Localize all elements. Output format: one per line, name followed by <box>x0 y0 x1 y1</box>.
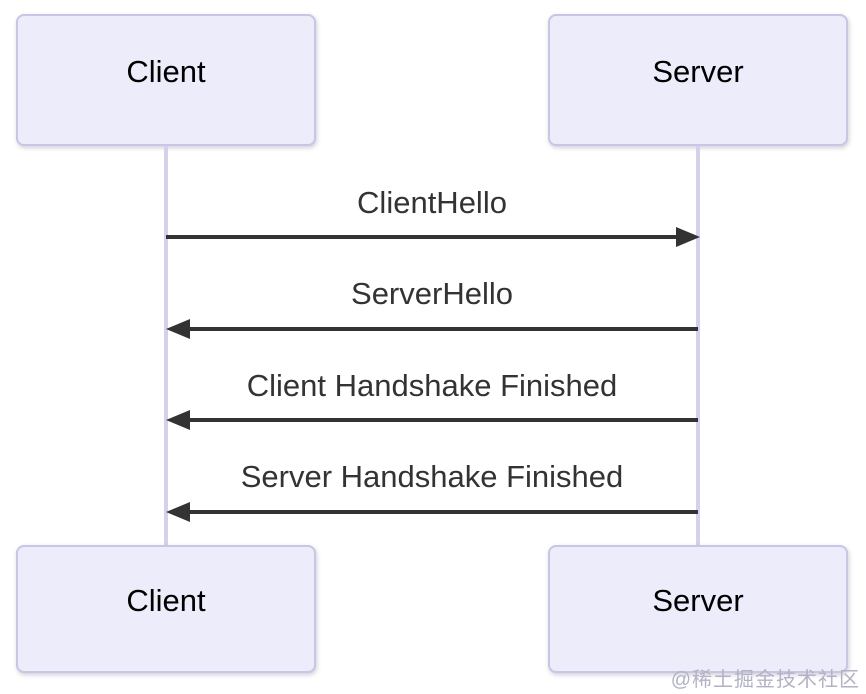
message-label-clienthello: ClientHello <box>357 185 507 220</box>
message-label-serverhello: ServerHello <box>351 276 513 311</box>
message-arrow-clienthello <box>166 235 676 239</box>
message-arrow-serverhello <box>190 327 698 331</box>
arrowhead-left-icon <box>166 319 190 339</box>
actor-label-server: Server <box>652 583 744 618</box>
actor-box-client-top: Client <box>16 14 316 146</box>
actor-label-server: Server <box>652 54 744 89</box>
arrowhead-right-icon <box>676 227 700 247</box>
message-label-server-handshake-finished: Server Handshake Finished <box>240 459 624 494</box>
lifeline-client <box>164 146 168 545</box>
message-arrow-server-handshake-finished <box>190 510 698 514</box>
message-label-client-handshake-finished: Client Handshake Finished <box>246 368 618 403</box>
lifeline-server <box>696 146 700 545</box>
message-arrow-client-handshake-finished <box>190 418 698 422</box>
actor-label-client: Client <box>126 583 206 618</box>
actor-box-server-top: Server <box>548 14 848 146</box>
arrowhead-left-icon <box>166 502 190 522</box>
actor-box-server-bottom: Server <box>548 545 848 673</box>
arrowhead-left-icon <box>166 410 190 430</box>
watermark-text: @稀土掘金技术社区 <box>670 669 860 691</box>
actor-label-client: Client <box>126 54 206 89</box>
actor-box-client-bottom: Client <box>16 545 316 673</box>
